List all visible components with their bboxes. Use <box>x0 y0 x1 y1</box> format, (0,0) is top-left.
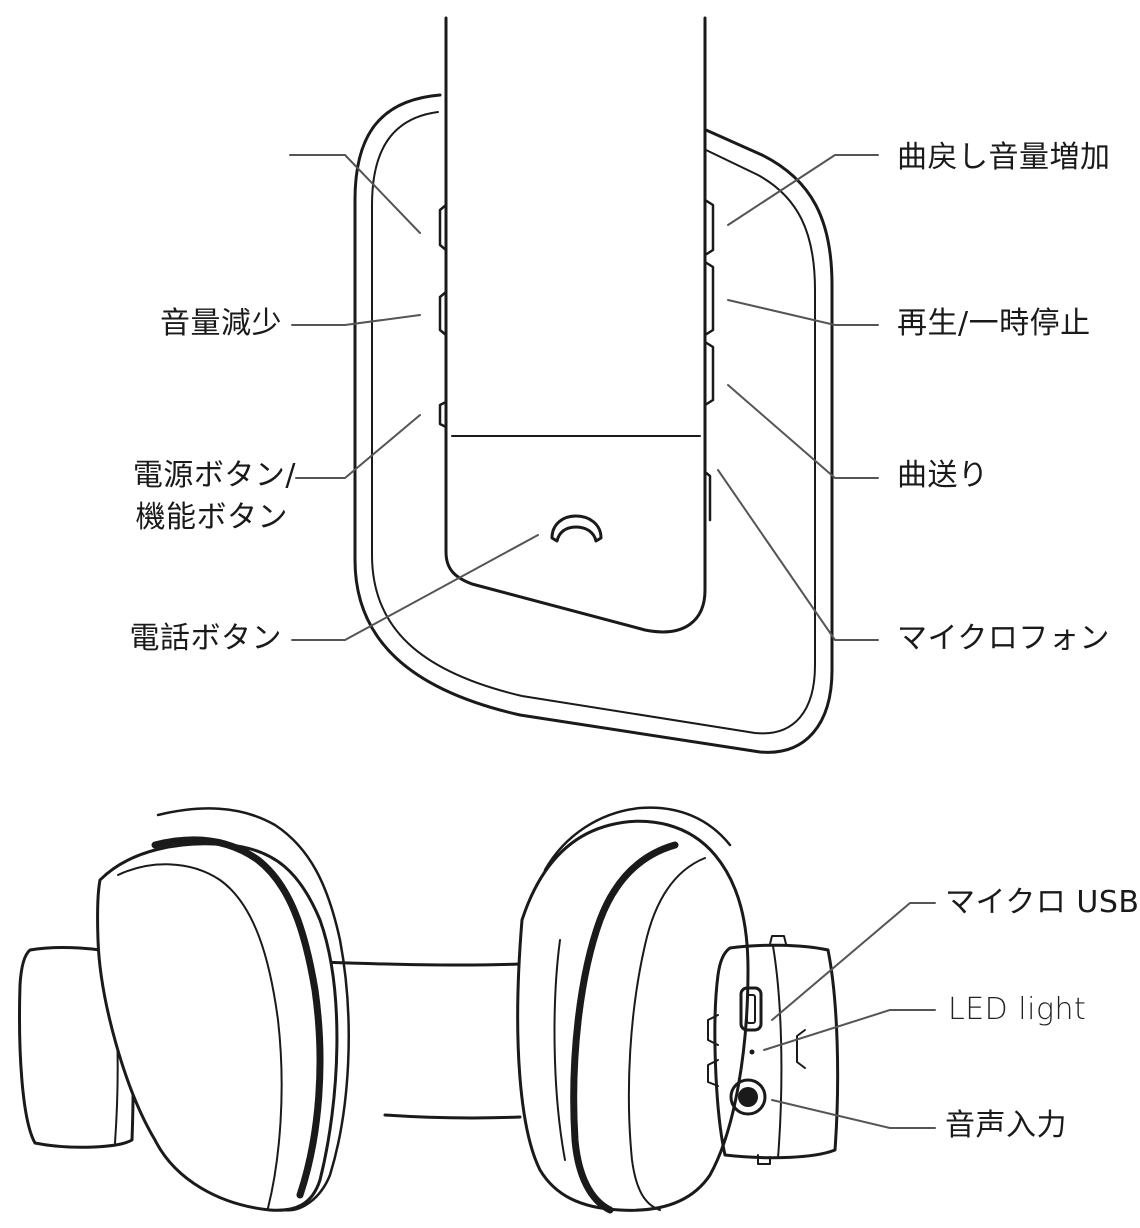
headband-slider <box>446 18 705 632</box>
leader-micro-usb <box>772 903 935 1020</box>
label-microphone: マイクロフォン <box>897 621 1110 657</box>
leader-power <box>296 415 420 478</box>
label-play-pause: 再生/一時停止 <box>897 306 1091 342</box>
leader-prev-volume-up <box>728 155 878 225</box>
label-phone: 電話ボタン <box>130 621 283 657</box>
label-power-line1: 電源ボタン/ <box>133 458 296 494</box>
label-next-track: 曲送り <box>897 458 989 494</box>
right-housing-inner-edge <box>773 946 781 1158</box>
label-micro-usb: マイクロ USB <box>945 885 1140 921</box>
right-side-button <box>797 1030 805 1068</box>
leader-led-light <box>764 1010 935 1050</box>
headphones-front-view <box>20 808 838 1211</box>
label-volume-down: 音量減少 <box>160 306 282 342</box>
leader-microphone <box>718 470 878 640</box>
label-power-line2: 機能ボタン <box>136 500 289 536</box>
leader-lines-bottom <box>764 903 935 1128</box>
leader-play-pause <box>728 300 878 325</box>
leader-next <box>728 385 878 478</box>
headband-bridge-top <box>322 962 520 965</box>
label-led-light: LED light <box>948 992 1086 1028</box>
headband-bridge-bottom <box>385 1115 520 1118</box>
audio-jack-hole <box>738 1087 758 1107</box>
leader-audio-in <box>772 1100 935 1128</box>
left-ear-pad <box>98 844 337 1211</box>
led-light-dot <box>750 1050 755 1055</box>
label-audio-in: 音声入力 <box>945 1108 1067 1144</box>
label-prev-volume-up: 曲戻し音量増加 <box>897 140 1111 176</box>
slider-left-edge <box>446 18 705 632</box>
right-housing-top-tab <box>770 936 786 944</box>
